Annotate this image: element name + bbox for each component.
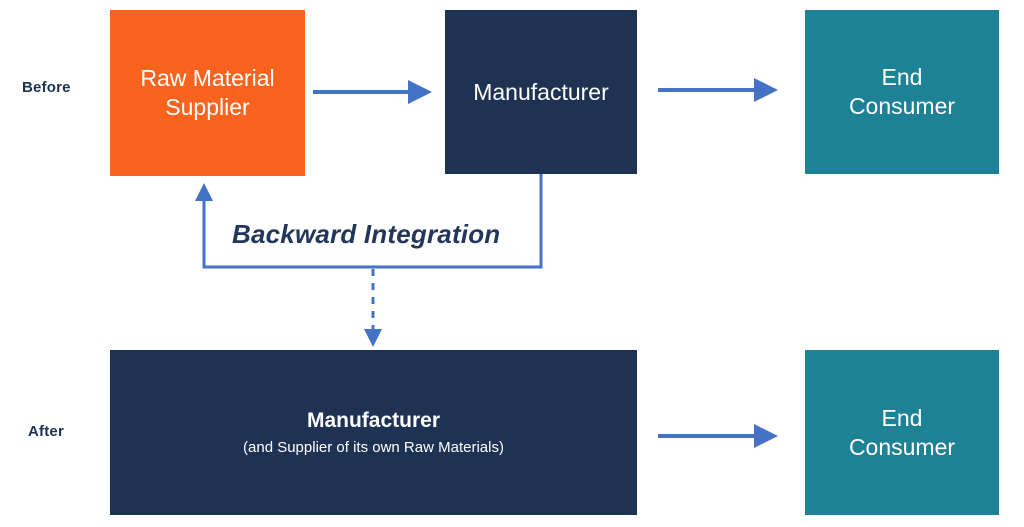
node-manufacturer-before-label: Manufacturer xyxy=(473,78,609,105)
node-end-consumer-before[interactable]: End Consumer xyxy=(805,10,999,174)
node-manufacturer-after-title: Manufacturer xyxy=(306,409,441,433)
node-manufacturer-after[interactable]: Manufacturer (and Supplier of its own Ra… xyxy=(110,350,637,515)
node-raw-material-supplier[interactable]: Raw Material Supplier xyxy=(110,10,305,176)
row-label-after: After xyxy=(28,423,65,440)
node-manufacturer-after-subtitle: (and Supplier of its own Raw Materials) xyxy=(243,438,504,456)
node-raw-material-supplier-line1: Raw Material xyxy=(140,65,275,92)
node-end-consumer-before-line1: End xyxy=(881,64,923,91)
node-end-consumer-after-line2: Consumer xyxy=(848,433,956,460)
backward-integration-label: Backward Integration xyxy=(232,219,501,249)
row-label-before: Before xyxy=(22,79,71,96)
node-raw-material-supplier-line2: Supplier xyxy=(165,94,250,120)
node-manufacturer-before[interactable]: Manufacturer xyxy=(445,10,637,174)
node-end-consumer-after-line1: End xyxy=(881,404,923,431)
node-end-consumer-after[interactable]: End Consumer xyxy=(805,350,999,515)
node-end-consumer-before-line2: Consumer xyxy=(848,93,956,119)
